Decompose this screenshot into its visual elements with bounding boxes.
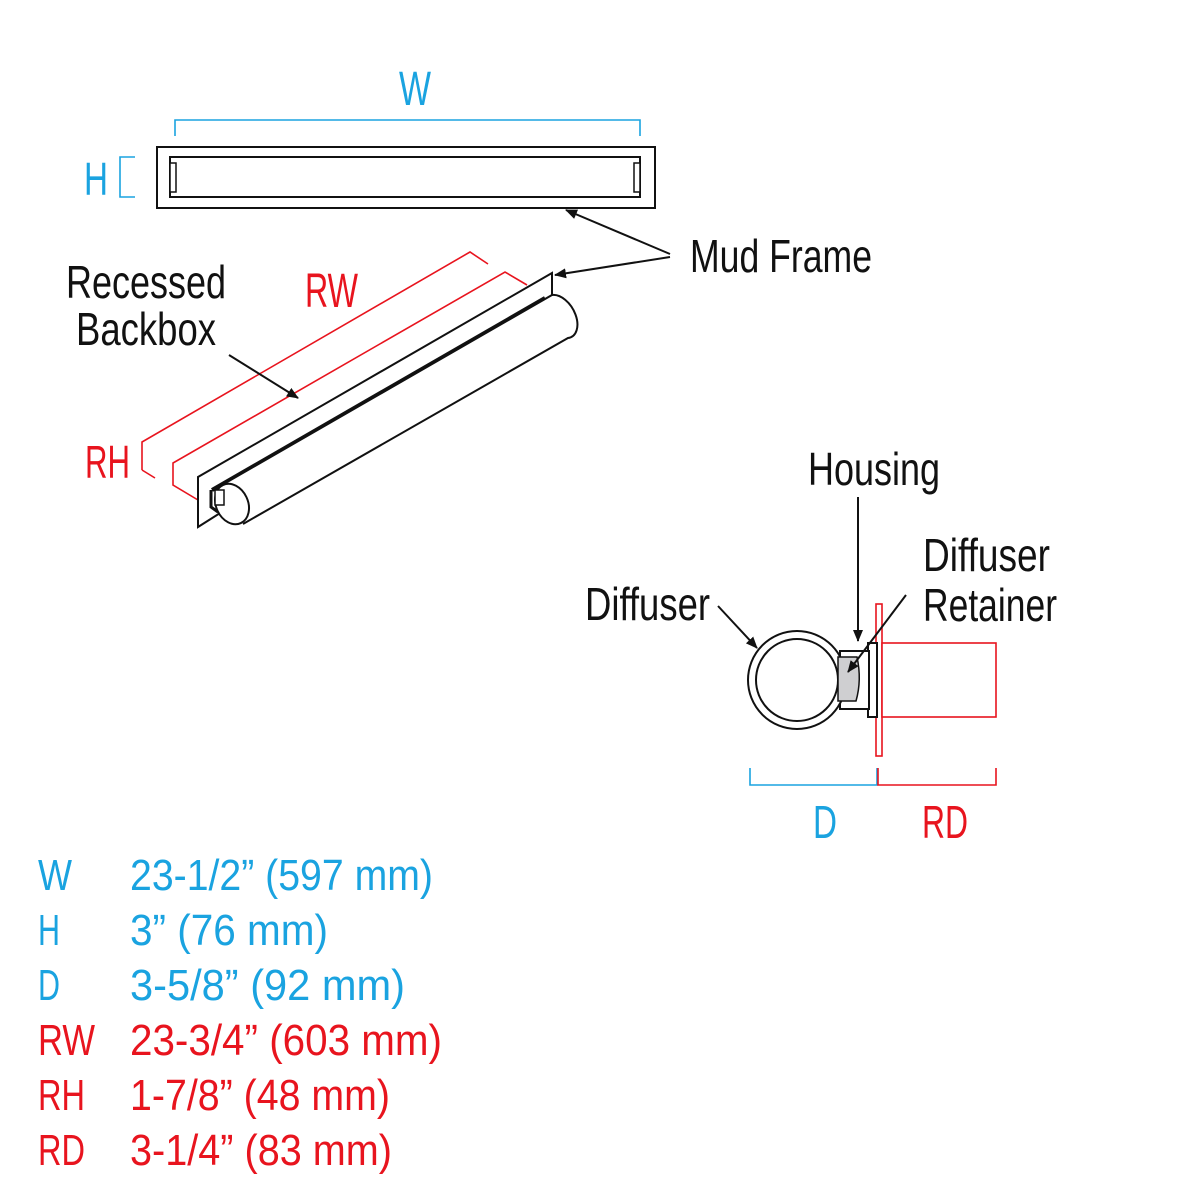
diffuser-cylinder [221, 293, 579, 525]
dimension-legend: W 23-1/2” (597 mm) H 3” (76 mm) D 3-5/8”… [38, 851, 442, 1175]
diffuser-label: Diffuser [585, 578, 710, 630]
recessed-backbox-arrow [228, 354, 299, 399]
recessed-backbox-label-line2: Backbox [76, 303, 216, 355]
recessed-backbox-section [881, 642, 997, 718]
legend-value-w: 23-1/2” (597 mm) [130, 851, 433, 900]
d-dimension-bracket [749, 768, 878, 786]
legend-value-d: 3-5/8” (92 mm) [130, 961, 405, 1010]
section-view: D RD [747, 603, 997, 848]
diffuser-inner [755, 638, 839, 722]
legend-key-rd: RD [38, 1126, 85, 1175]
legend-key-h: H [38, 906, 60, 955]
legend-key-rw: RW [38, 1016, 95, 1065]
end-cap-iso [214, 489, 225, 506]
end-cap-left [169, 162, 177, 193]
isometric-view: RW RH [85, 251, 579, 529]
top-view: W H [84, 63, 656, 209]
rw-dimension-bracket [141, 251, 489, 470]
housing-label: Housing [808, 443, 940, 495]
channel-end [209, 490, 219, 514]
mud-frame-arrow-iso [554, 256, 671, 279]
rh-dimension-bracket [141, 469, 156, 479]
diffuser-retainer-label-line1: Diffuser [923, 529, 1050, 581]
w-dimension-label: W [399, 63, 431, 116]
mud-frame-label: Mud Frame [690, 230, 872, 282]
legend-value-rw: 23-3/4” (603 mm) [130, 1016, 442, 1065]
diffuser-arrow [717, 605, 758, 649]
legend-key-rh: RH [38, 1071, 85, 1120]
rw-dimension-label: RW [305, 265, 358, 318]
diffuser-top [169, 156, 641, 198]
d-dimension-label: D [813, 796, 837, 848]
rd-dimension-bracket [877, 768, 997, 786]
h-dimension-bracket [119, 156, 135, 198]
legend-key-d: D [38, 961, 60, 1010]
diffuser-retainer-arrow [847, 594, 907, 673]
recessed-backbox-outline [172, 271, 528, 501]
diffuser-retainer-label-line2: Retainer [923, 579, 1057, 631]
w-dimension-bracket [174, 119, 641, 136]
diffuser-retainer-section [837, 656, 860, 702]
recessed-backbox-label-line1: Recessed [66, 256, 226, 308]
h-dimension-label: H [84, 153, 108, 205]
mud-frame-arrow-top [565, 209, 671, 255]
legend-value-rd: 3-1/4” (83 mm) [130, 1126, 392, 1175]
rd-dimension-label: RD [922, 796, 968, 848]
legend-key-w: W [38, 851, 72, 900]
rh-dimension-label: RH [85, 436, 130, 488]
legend-value-rh: 1-7/8” (48 mm) [130, 1071, 390, 1120]
end-cap-right [633, 162, 641, 193]
legend-value-h: 3” (76 mm) [130, 906, 328, 955]
